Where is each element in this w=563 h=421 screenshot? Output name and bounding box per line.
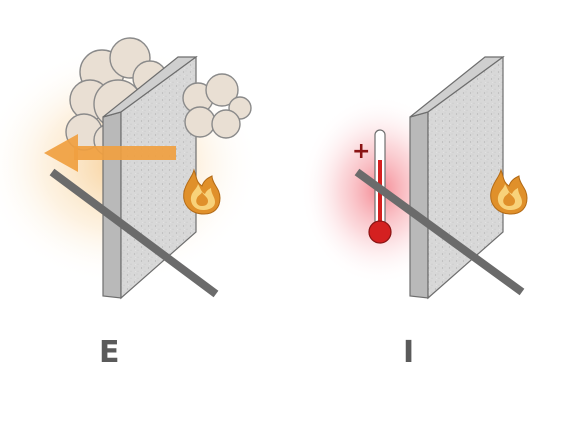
flame-icon: [490, 168, 528, 215]
plus-sign: +: [352, 139, 370, 164]
flame-icon: [183, 168, 221, 215]
panel-label-e: E: [99, 335, 120, 370]
arrow-left-icon: [44, 134, 176, 172]
panel-i-insulation: +: [300, 55, 528, 300]
thermometer-icon: [368, 129, 392, 244]
smoke-cloud-right: [182, 73, 252, 139]
rod-e: [49, 168, 219, 298]
wall-panel-i: [409, 55, 505, 300]
panel-label-i: I: [403, 335, 415, 370]
panel-e-integrity: [0, 37, 260, 300]
rod-i: [354, 168, 525, 296]
